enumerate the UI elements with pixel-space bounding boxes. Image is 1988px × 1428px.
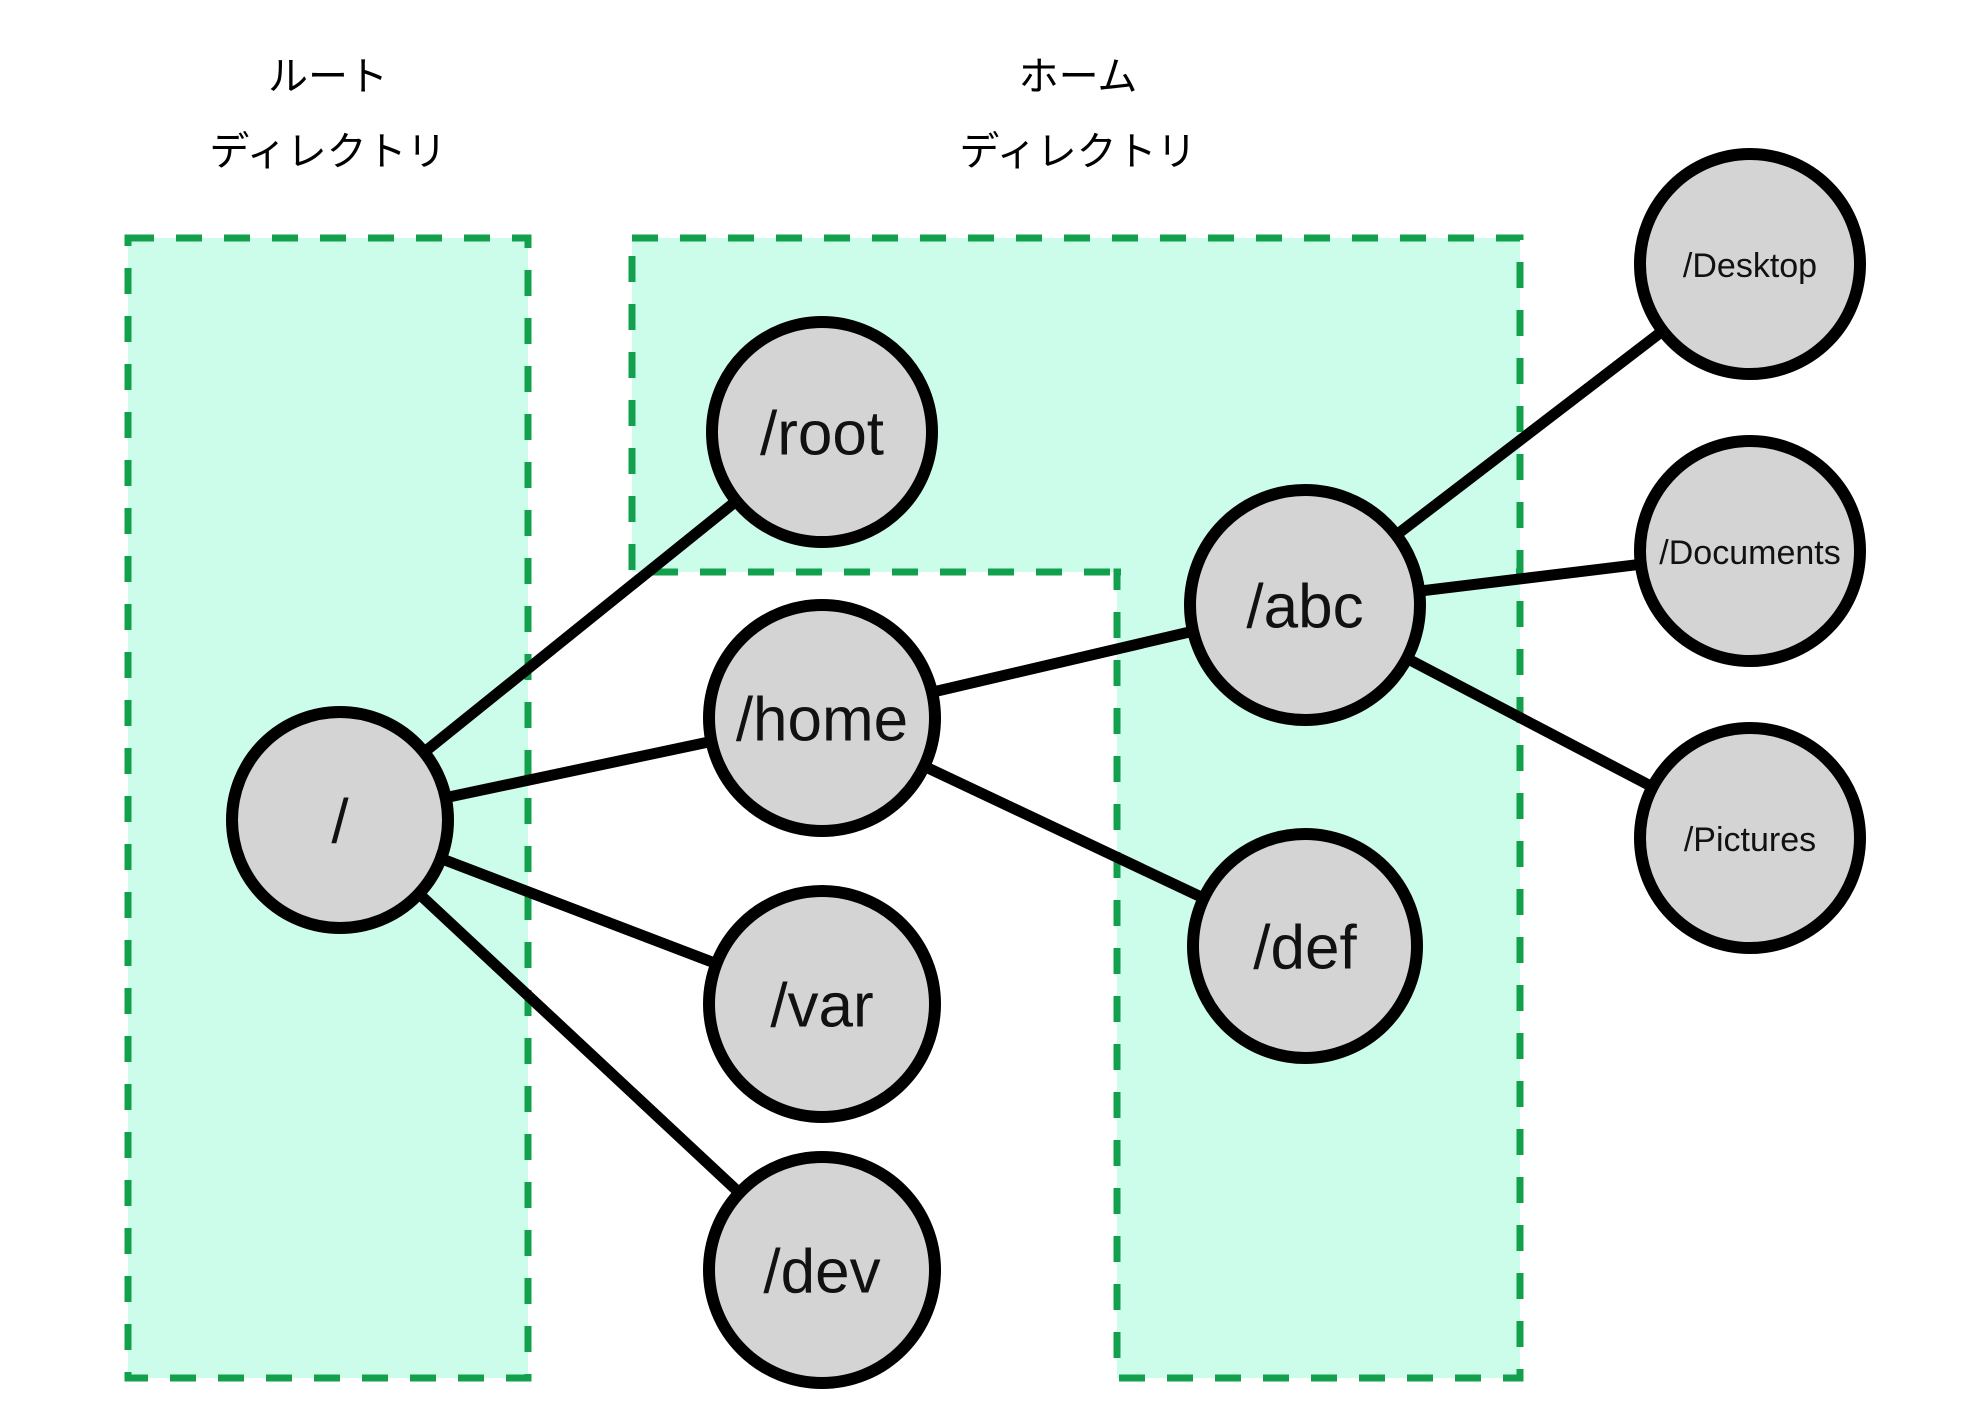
node-root-label: / (331, 788, 349, 857)
node-rootdir-circle[interactable] (706, 316, 938, 548)
node-pictures-circle[interactable] (1634, 722, 1866, 954)
node-home[interactable]: /home (703, 599, 941, 837)
node-rootdir[interactable]: /root (706, 316, 938, 548)
node-def-label: /def (1253, 914, 1357, 983)
node-dev-circle[interactable] (703, 1151, 941, 1389)
node-dev-label: /dev (763, 1238, 880, 1307)
node-abc-label: /abc (1246, 573, 1363, 642)
node-var-label: /var (770, 972, 873, 1041)
node-group: / /root /home /var /dev /abc (226, 148, 1866, 1389)
node-rootdir-label: /root (760, 400, 884, 469)
node-def[interactable]: /def (1187, 828, 1423, 1064)
node-desktop-circle[interactable] (1634, 148, 1866, 380)
node-abc[interactable]: /abc (1184, 484, 1426, 726)
node-def-circle[interactable] (1187, 828, 1423, 1064)
node-pictures[interactable]: /Pictures (1634, 722, 1866, 954)
node-abc-circle[interactable] (1184, 484, 1426, 726)
node-dev[interactable]: /dev (703, 1151, 941, 1389)
node-home-circle[interactable] (703, 599, 941, 837)
node-home-label: /home (736, 686, 908, 755)
zone-label-root-directory: ルート ディレクトリ (209, 54, 446, 175)
node-documents-label: /Documents (1659, 534, 1840, 572)
zone-label-root-directory-line1: ルート (268, 54, 388, 100)
zone-label-home-directory-line2: ディレクトリ (959, 129, 1196, 175)
node-var[interactable]: /var (703, 885, 941, 1123)
node-desktop[interactable]: /Desktop (1634, 148, 1866, 380)
node-documents[interactable]: /Documents (1634, 435, 1866, 667)
node-pictures-label: /Pictures (1684, 821, 1816, 859)
zone-label-home-directory-line1: ホーム (1019, 54, 1138, 100)
zone-label-root-directory-line2: ディレクトリ (209, 129, 446, 175)
node-desktop-label: /Desktop (1683, 247, 1817, 285)
node-root-circle[interactable] (226, 706, 454, 934)
node-root[interactable]: / (226, 706, 454, 934)
zone-label-home-directory: ホーム ディレクトリ (959, 54, 1196, 175)
node-var-circle[interactable] (703, 885, 941, 1123)
node-documents-circle[interactable] (1634, 435, 1866, 667)
